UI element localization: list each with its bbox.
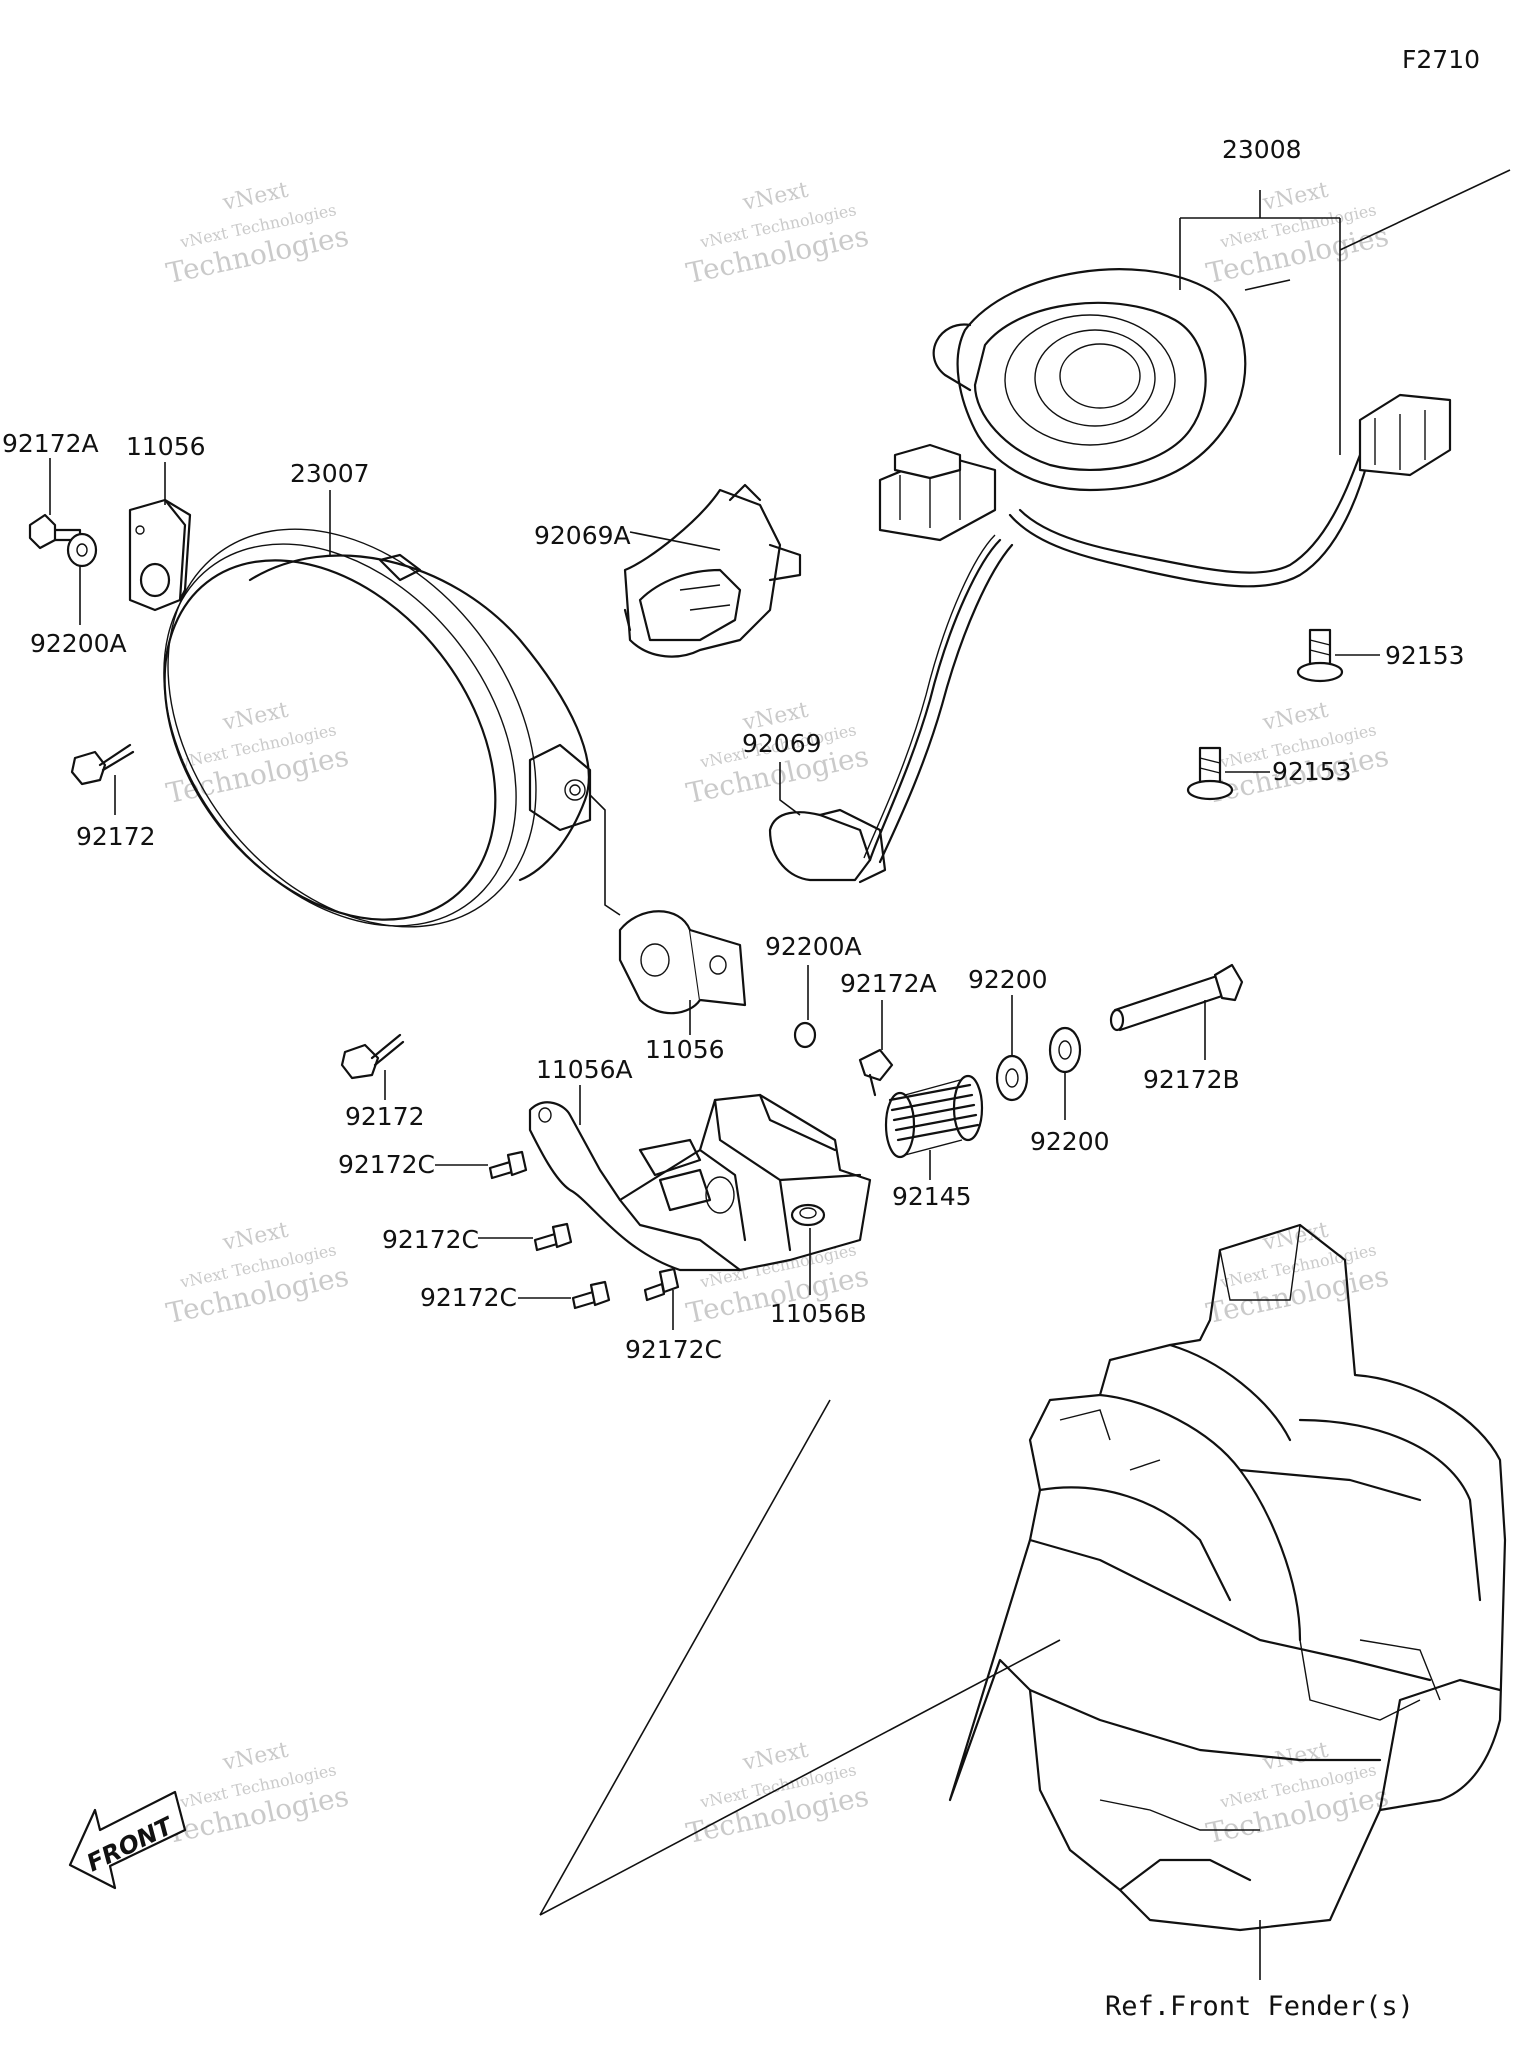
washer-92200-b: 92200 <box>1030 1026 1110 1156</box>
label-92145: 92145 <box>892 1182 972 1211</box>
screw-92153-upper: 92153 <box>1296 628 1465 683</box>
label-92200A-mid: 92200A <box>765 932 862 961</box>
label-92172A-mid: 92172A <box>840 969 937 998</box>
watermark-line1: vNext <box>220 1738 291 1776</box>
label-92172C-c: 92172C <box>420 1283 517 1312</box>
label-11056A: 11056A <box>536 1055 633 1084</box>
headlight-socket-harness: 23008 <box>863 135 1511 864</box>
label-92069: 92069 <box>742 729 822 758</box>
bolt-92172C-d: 92172C <box>625 1267 722 1364</box>
watermark-line1: vNext <box>740 178 811 216</box>
bolt-92172C-c: 92172C <box>420 1280 611 1312</box>
label-92172C-b: 92172C <box>382 1225 479 1254</box>
label-92069A: 92069A <box>534 521 631 550</box>
label-92153-b: 92153 <box>1272 757 1352 786</box>
label-11056B: 11056B <box>770 1299 867 1328</box>
bolt-92172A-top: 92172A <box>2 429 99 550</box>
watermark-line1: vNext <box>220 698 291 736</box>
screw-92172-left: 92172 <box>70 743 156 851</box>
label-23008: 23008 <box>1222 135 1302 164</box>
watermark-line1: vNext <box>220 178 291 216</box>
washer-92200A-mid: 92200A <box>765 932 862 1049</box>
label-92200A-left: 92200A <box>30 629 127 658</box>
label-92153-a: 92153 <box>1385 641 1465 670</box>
watermark-line1: vNext <box>740 1738 811 1776</box>
label-11056-top: 11056 <box>126 432 206 461</box>
label-11056-mid: 11056 <box>645 1035 725 1064</box>
screw-92172-low: 92172 <box>340 1033 425 1131</box>
label-23007: 23007 <box>290 459 370 488</box>
spring-92145: 92145 <box>884 1074 984 1211</box>
bracket-11056-mid: 11056 <box>618 910 747 1064</box>
screw-92153-lower: 92153 <box>1186 746 1352 801</box>
bolt-92172C-b: 92172C <box>382 1222 573 1254</box>
watermark-line1: vNext <box>1260 698 1331 736</box>
front-direction-arrow: FRONT <box>68 1790 187 1890</box>
washer-92200A-left: 92200A <box>30 532 127 658</box>
headlight-bulb: 92069A <box>534 483 802 658</box>
bolt-92172B: 92172B <box>1109 963 1244 1094</box>
front-fender-reference: Ref.Front Fender(s) <box>539 1223 1507 2022</box>
label-92200-b: 92200 <box>1030 1127 1110 1156</box>
headlight-unit: 23007 <box>163 459 621 928</box>
label-92172C-a: 92172C <box>338 1150 435 1179</box>
bolt-92172C-a: 92172C <box>338 1150 528 1180</box>
bolt-92172A-mid: 92172A <box>840 969 937 1097</box>
watermark-line1: vNext <box>1260 178 1331 216</box>
watermark-line1: vNext <box>1260 1218 1331 1256</box>
watermark-line1: vNext <box>220 1218 291 1256</box>
label-92172C-d: 92172C <box>625 1335 722 1364</box>
bracket-11056-top: 11056 <box>126 432 206 612</box>
position-bulb: 92069 <box>742 729 887 884</box>
label-ref-front-fender: Ref.Front Fender(s) <box>1105 1991 1414 2022</box>
label-92172-low: 92172 <box>345 1102 425 1131</box>
mount-bracket-11056A: 11056A 11056B <box>528 1055 872 1328</box>
figure-code: F2710 <box>1402 45 1480 74</box>
label-92172B: 92172B <box>1143 1065 1240 1094</box>
washer-92200-a: 92200 <box>968 965 1048 1102</box>
label-92200-a: 92200 <box>968 965 1048 994</box>
label-92172-left: 92172 <box>76 822 156 851</box>
label-92172A-top: 92172A <box>2 429 99 458</box>
